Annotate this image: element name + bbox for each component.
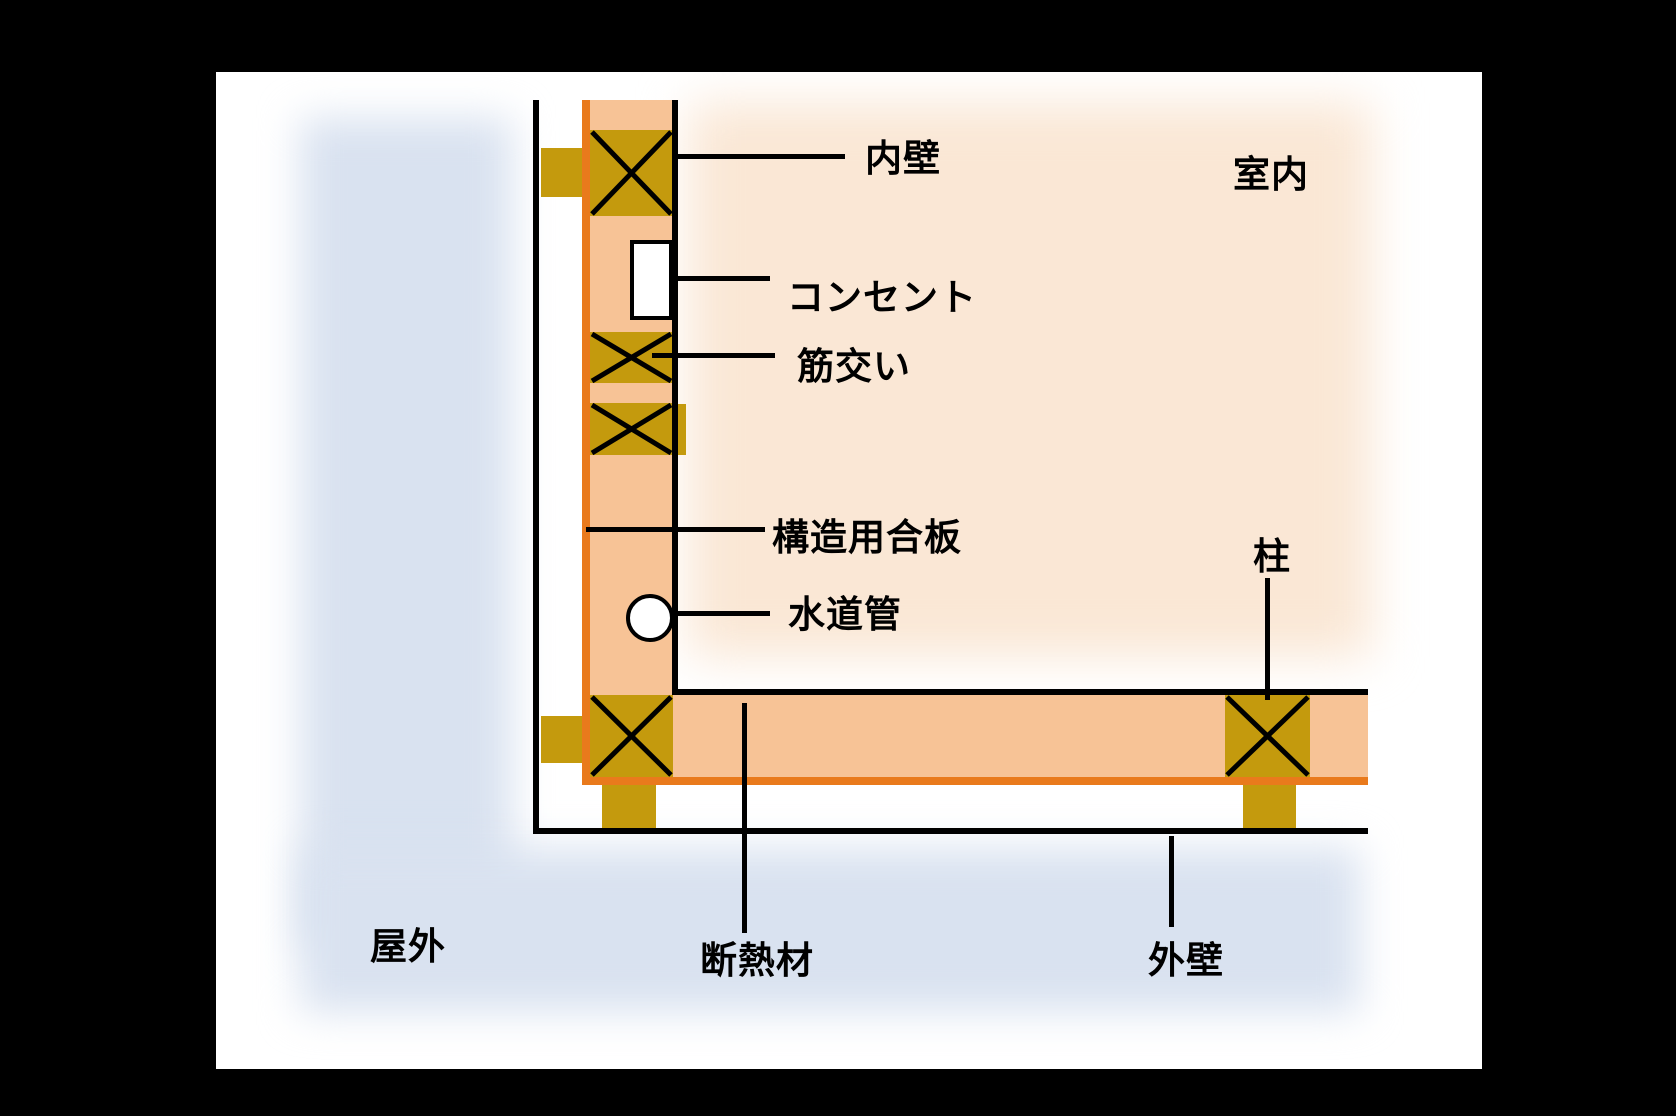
indoor-zone	[688, 103, 1372, 657]
outer-wall-line-horizontal	[533, 828, 1368, 834]
stud-post	[590, 130, 673, 216]
label-insulation: 断熱材	[700, 939, 814, 982]
label-pillar: 柱	[1253, 535, 1291, 578]
label-innerwall: 内壁	[865, 137, 941, 180]
timber-x-icon	[590, 403, 673, 455]
timber-x-icon	[590, 130, 673, 216]
outer-wall-line-vertical	[533, 100, 539, 834]
leader-line-brace	[652, 353, 775, 358]
label-pipe: 水道管	[788, 593, 902, 636]
corner-post	[590, 695, 673, 777]
leader-line-plywood	[586, 527, 765, 532]
brace-block-lower	[590, 403, 673, 455]
diagram-page: 内壁 室内 コンセント 筋交い 構造用合板 水道管 柱 屋外 断熱材 外壁	[216, 72, 1482, 1069]
inner-wall-line-vertical	[672, 100, 678, 695]
pillar-post	[1225, 695, 1310, 777]
label-outerwall: 外壁	[1148, 939, 1224, 982]
outdoor-zone-band	[300, 848, 1360, 1012]
inner-wall-line-horizontal	[672, 689, 1368, 695]
leader-line-pillar	[1265, 578, 1270, 700]
leader-line-pipe	[672, 611, 770, 616]
label-outlet: コンセント	[787, 276, 977, 319]
leader-line-outerwall	[1169, 836, 1174, 927]
label-plywood: 構造用合板	[772, 516, 962, 559]
leader-line-innerwall	[678, 154, 845, 159]
label-indoor: 室内	[1233, 153, 1309, 196]
furring-tab-bottom	[541, 716, 582, 763]
timber-x-icon	[590, 332, 673, 383]
batten-tab	[602, 785, 656, 828]
plywood-line-horizontal	[582, 777, 1368, 785]
leader-line-outlet	[678, 276, 770, 281]
outlet-box	[630, 240, 673, 320]
furring-tab-top	[541, 148, 582, 197]
plywood-line-vertical	[582, 100, 590, 785]
batten-tab	[1243, 785, 1296, 828]
label-outdoor: 屋外	[370, 925, 446, 968]
outdoor-zone-strip	[300, 118, 512, 948]
water-pipe-circle	[626, 594, 674, 642]
timber-x-icon	[590, 695, 673, 777]
leader-line-insulation	[742, 703, 747, 933]
timber-x-icon	[1225, 695, 1310, 777]
stub-tab-inner	[678, 404, 686, 455]
label-brace: 筋交い	[797, 345, 911, 388]
